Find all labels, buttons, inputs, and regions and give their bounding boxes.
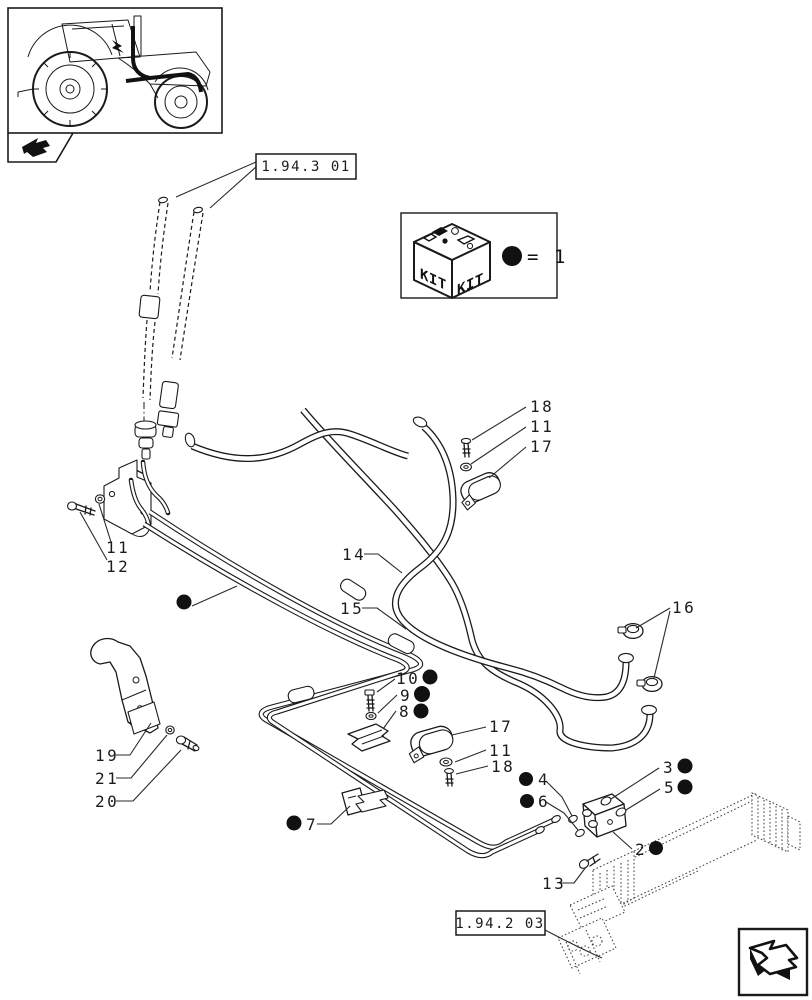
callout-17-mid: 17 xyxy=(489,717,513,736)
callout-13: 13 xyxy=(542,874,566,893)
kit-dot-5 xyxy=(677,779,693,795)
top-clamp-17 xyxy=(460,472,501,511)
hose-14 xyxy=(391,416,634,702)
callout-18-mid: 18 xyxy=(491,757,515,776)
top-screw-18 xyxy=(460,437,472,458)
top-washer-11 xyxy=(460,462,472,472)
pipe-clip-7 xyxy=(341,787,389,816)
bracket-washer-21 xyxy=(165,725,175,735)
tractor-drawing xyxy=(17,15,211,129)
callout-3: 3 xyxy=(663,758,675,777)
callout-15: 15 xyxy=(340,599,364,618)
section-ref-top-label: 1.94.3 01 xyxy=(261,159,350,175)
section-ref-box-bottom[interactable]: 1.94.2 03 xyxy=(455,910,546,936)
callout-18-top: 18 xyxy=(530,397,554,416)
kit-dot-10 xyxy=(422,669,438,685)
kit-legend-dot-icon xyxy=(502,246,522,266)
mid-clip-8 xyxy=(347,723,391,752)
dashed-hose-right xyxy=(156,206,204,438)
bracket-bolt-20 xyxy=(175,735,200,752)
callout-14: 14 xyxy=(342,545,366,564)
callout-2: 2 xyxy=(635,840,647,859)
mid-washer-9 xyxy=(365,711,377,721)
bracket-bolt-and-washer xyxy=(66,494,106,516)
callout-12-left: 12 xyxy=(106,557,130,576)
callout-21: 21 xyxy=(95,769,119,788)
kit-part-dots xyxy=(176,594,693,855)
section-ref-bottom-label: 1.94.2 03 xyxy=(455,916,544,932)
kit-dot-7 xyxy=(286,815,302,831)
callout-16: 16 xyxy=(672,598,696,617)
dashed-hose-left xyxy=(138,196,169,426)
hose-top-left xyxy=(184,428,409,463)
callout-11-top: 11 xyxy=(530,417,554,436)
kit-legend-equation: = 1 xyxy=(527,246,567,268)
callout-7: 7 xyxy=(306,815,318,834)
kit-dot-6 xyxy=(520,794,534,808)
callout-11-mid: 11 xyxy=(489,741,513,760)
tractor-thumbnail[interactable] xyxy=(7,7,223,134)
callout-4: 4 xyxy=(538,770,550,789)
bracket-19 xyxy=(90,637,161,735)
callout-19: 19 xyxy=(95,746,119,765)
prev-section-tab[interactable] xyxy=(7,132,74,163)
kit-parts-scribble xyxy=(422,227,476,250)
callout-5: 5 xyxy=(664,778,676,797)
kit-dot-9 xyxy=(414,686,430,702)
mid-clamp-17 xyxy=(408,725,454,764)
prev-arrow-icon xyxy=(22,138,50,157)
mid-screw-18 xyxy=(444,768,454,787)
callout-17-top: 17 xyxy=(530,437,554,456)
callout-9: 9 xyxy=(400,686,412,705)
callout-20: 20 xyxy=(95,792,119,811)
callout-10: 10 xyxy=(396,669,420,688)
kit-dot-2 xyxy=(649,841,663,855)
union-bolt-13 xyxy=(578,853,601,869)
next-arrow-icon xyxy=(748,939,799,976)
o-rings xyxy=(568,796,627,838)
callout-6: 6 xyxy=(538,792,550,811)
leader-lines xyxy=(79,161,671,959)
oil-cooler-assembly xyxy=(557,792,801,975)
hose-15 xyxy=(300,407,657,752)
kit-legend-box: KIT KIT = 1 xyxy=(400,212,567,299)
section-ref-box-top[interactable]: 1.94.3 01 xyxy=(255,153,357,180)
kit-dot-4 xyxy=(519,772,533,786)
callout-labels: 18 11 17 11 12 14 15 16 10 9 8 17 11 18 … xyxy=(95,397,696,893)
hose-support-bracket xyxy=(103,459,171,537)
kit-dot-3 xyxy=(677,758,693,774)
hose-clamp-16b xyxy=(636,675,663,693)
callout-11-left: 11 xyxy=(106,538,130,557)
next-section-box[interactable] xyxy=(737,927,809,997)
hydraulic-pipe-pair xyxy=(142,509,561,859)
mid-bolt-10 xyxy=(364,689,375,712)
kit-dot-pipe xyxy=(176,594,192,610)
mid-washer-11 xyxy=(439,757,453,767)
callout-8: 8 xyxy=(399,702,411,721)
kit-dot-8 xyxy=(413,703,429,719)
